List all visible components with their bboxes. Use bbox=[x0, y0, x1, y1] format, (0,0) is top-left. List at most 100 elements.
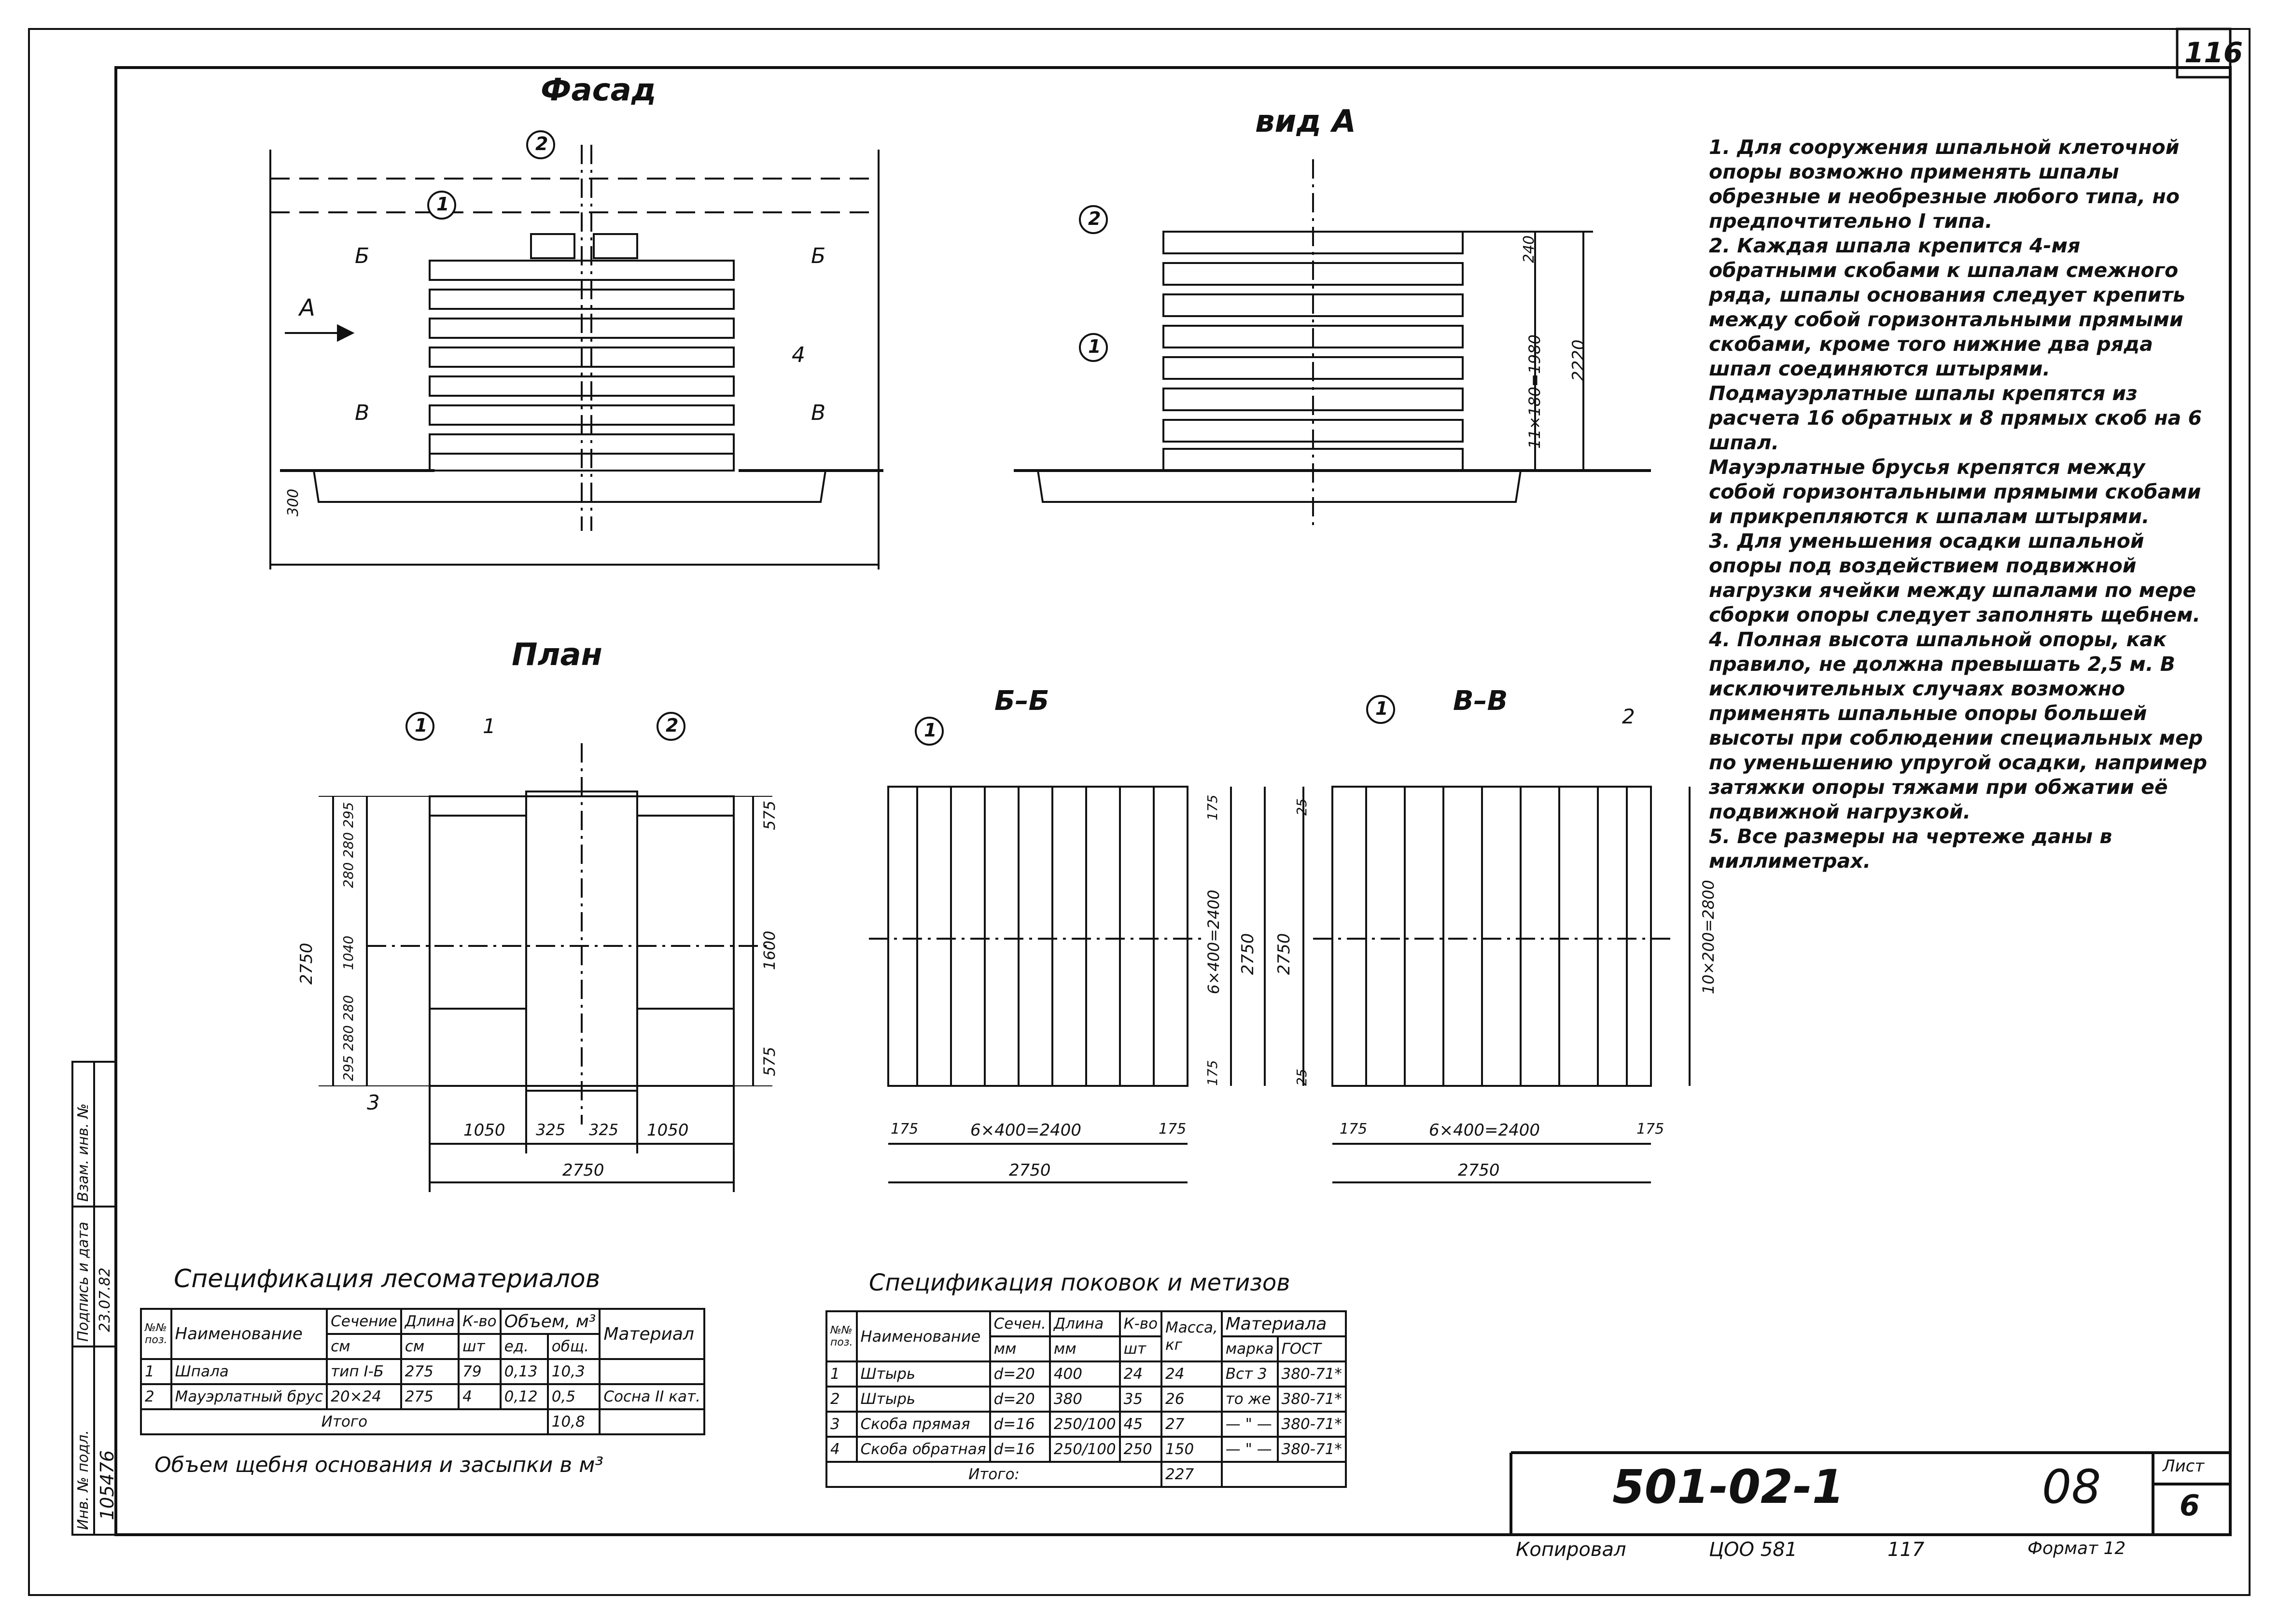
cell-count: 45 bbox=[1119, 1411, 1163, 1438]
plan-dim-2750-h: 2750 bbox=[562, 1161, 604, 1180]
cell-count: 79 bbox=[458, 1358, 502, 1385]
table-row: 1 Штырь d=20 400 24 24 Вст 3 380-71* bbox=[825, 1360, 1347, 1388]
cell-count: 4 bbox=[458, 1383, 502, 1410]
th-material: Материала bbox=[1220, 1310, 1347, 1337]
cell-total-label: Итого bbox=[140, 1408, 549, 1435]
plan-callout-2: 2 bbox=[666, 715, 679, 736]
cell-length: 275 bbox=[400, 1383, 460, 1410]
plan-dim-325-r: 325 bbox=[589, 1121, 619, 1139]
section-bb-title: Б–Б bbox=[994, 685, 1049, 717]
table-header-row-2: мм мм шт марка ГОСТ bbox=[826, 1335, 1347, 1362]
cell-name: Штырь bbox=[855, 1360, 991, 1388]
cell-total: 10,3 bbox=[546, 1358, 601, 1385]
facade-section-b-left: Б bbox=[355, 244, 370, 268]
cell-gost: 380-71* bbox=[1276, 1436, 1347, 1463]
cell-gost: 380-71* bbox=[1276, 1360, 1347, 1388]
cell-name: Мауэрлатный брус bbox=[170, 1383, 328, 1410]
view-a-title: вид А bbox=[1255, 104, 1356, 139]
th-pos: №№ поз. bbox=[825, 1310, 858, 1362]
table-total-row: Итого: 227 bbox=[825, 1461, 1347, 1488]
cell-mass: 27 bbox=[1160, 1411, 1223, 1438]
vv-dim-175-l: 175 bbox=[1340, 1121, 1368, 1138]
cell-length: 250/100 bbox=[1049, 1411, 1121, 1438]
cell-total-label: Итого: bbox=[825, 1461, 1163, 1488]
cell-gost: 380-71* bbox=[1276, 1386, 1347, 1413]
view-a-callout-2: 2 bbox=[1088, 208, 1101, 229]
sheet-label: Лист bbox=[2163, 1457, 2205, 1476]
th-count-unit: шт bbox=[1119, 1335, 1163, 1362]
callout-circles bbox=[405, 130, 1395, 746]
bb-dim-2750-v: 2750 bbox=[1238, 933, 1258, 975]
th-length-unit: мм bbox=[1049, 1335, 1121, 1362]
cell-total-value: 10,8 bbox=[546, 1408, 601, 1435]
bb-dim-175-t: 175 bbox=[1204, 794, 1220, 820]
note-2: 2. Каждая шпала крепится 4-мя обратными … bbox=[1709, 234, 2186, 380]
th-length: Длина bbox=[400, 1308, 460, 1335]
facade-dim-base: 300 bbox=[285, 488, 302, 516]
cell-pos: 3 bbox=[825, 1411, 858, 1438]
facade-callout-1: 1 bbox=[436, 194, 449, 215]
view-a-dim-total: 2220 bbox=[1569, 339, 1588, 381]
cell-mark: то же bbox=[1220, 1386, 1279, 1413]
cell-name: Штырь bbox=[855, 1386, 991, 1413]
cell-mark: — " — bbox=[1220, 1436, 1279, 1463]
cell-section: d=20 bbox=[989, 1360, 1051, 1388]
cell-section: тип I-Б bbox=[326, 1358, 402, 1385]
th-section: Сечение bbox=[326, 1308, 402, 1335]
side-stamp bbox=[71, 1061, 117, 1536]
cell-length: 380 bbox=[1049, 1386, 1121, 1413]
cell-section: 20×24 bbox=[326, 1383, 402, 1410]
th-volume: Объем, м³ bbox=[499, 1308, 601, 1335]
facade-label-4: 4 bbox=[792, 343, 805, 367]
plan-dim-left-top: 280 280 295 bbox=[340, 802, 356, 888]
cell-total: 0,5 bbox=[546, 1383, 601, 1410]
note-5: 5. Все размеры на чертеже даны в миллиме… bbox=[1709, 825, 2112, 873]
th-mass: Масса, кг bbox=[1160, 1310, 1223, 1362]
th-material: Материал bbox=[599, 1308, 705, 1360]
view-a-drawing bbox=[1014, 159, 1651, 531]
spec-metal-table: №№ поз. Наименование Сечен. Длина К-во М… bbox=[825, 1310, 1347, 1488]
facade-title: Фасад bbox=[541, 72, 657, 108]
notes-block: 1. Для сооружения шпальной клеточной опо… bbox=[1709, 135, 2211, 874]
th-mark: марка bbox=[1220, 1335, 1279, 1362]
cell-pos: 1 bbox=[825, 1360, 858, 1388]
cell-name: Скоба обратная bbox=[855, 1436, 991, 1463]
plan-title: План bbox=[512, 637, 602, 673]
copied-num: 117 bbox=[1888, 1539, 1925, 1561]
plan-dim-575-top: 575 bbox=[760, 800, 779, 830]
cell-name: Шпала bbox=[170, 1358, 328, 1385]
plan-dim-325-l: 325 bbox=[536, 1121, 566, 1139]
th-count: К-во bbox=[458, 1308, 502, 1335]
cell-count: 250 bbox=[1119, 1436, 1163, 1463]
section-bb-drawing bbox=[869, 786, 1266, 1183]
table-header-row-2: см см шт ед. общ. bbox=[141, 1333, 704, 1360]
th-vol-unit: ед. bbox=[499, 1333, 549, 1360]
cell-mass: 26 bbox=[1160, 1386, 1223, 1413]
cell-length: 250/100 bbox=[1049, 1436, 1121, 1463]
side-sign-label: Подпись и дата bbox=[75, 1221, 92, 1342]
table-total-row: Итого 10,8 bbox=[140, 1408, 705, 1435]
cell-unit: 0,12 bbox=[499, 1383, 549, 1410]
th-length-unit: см bbox=[400, 1333, 460, 1360]
plan-label-1: 1 bbox=[483, 714, 496, 738]
vv-dim-2750-v: 2750 bbox=[1274, 933, 1294, 975]
side-sign-value: 23.07.82 bbox=[97, 1267, 113, 1332]
cell-mass: 150 bbox=[1160, 1436, 1223, 1463]
plan-dim-1040: 1040 bbox=[340, 935, 356, 970]
cell-mark: — " — bbox=[1220, 1411, 1279, 1438]
bb-dim-175-l: 175 bbox=[891, 1121, 919, 1138]
plan-dim-575-bot: 575 bbox=[760, 1046, 779, 1076]
cell-count: 35 bbox=[1119, 1386, 1163, 1413]
th-section: Сечен. bbox=[989, 1310, 1051, 1337]
cell-pos: 2 bbox=[825, 1386, 858, 1413]
facade-drawing bbox=[269, 145, 883, 569]
facade-section-v-right: В bbox=[811, 401, 826, 425]
th-count-unit: шт bbox=[458, 1333, 502, 1360]
bb-dim-6x400-v: 6×400=2400 bbox=[1204, 889, 1223, 995]
plan-dim-1050-l: 1050 bbox=[463, 1121, 505, 1140]
cell-material: Сосна II кат. bbox=[599, 1383, 705, 1410]
table-row: 4 Скоба обратная d=16 250/100 250 150 — … bbox=[825, 1436, 1347, 1463]
sheet-part: 08 bbox=[2042, 1460, 2101, 1514]
vv-dim-10x200: 10×200=2800 bbox=[1699, 880, 1718, 994]
table-header-row: №№ поз. Наименование Сечен. Длина К-во М… bbox=[825, 1310, 1347, 1362]
